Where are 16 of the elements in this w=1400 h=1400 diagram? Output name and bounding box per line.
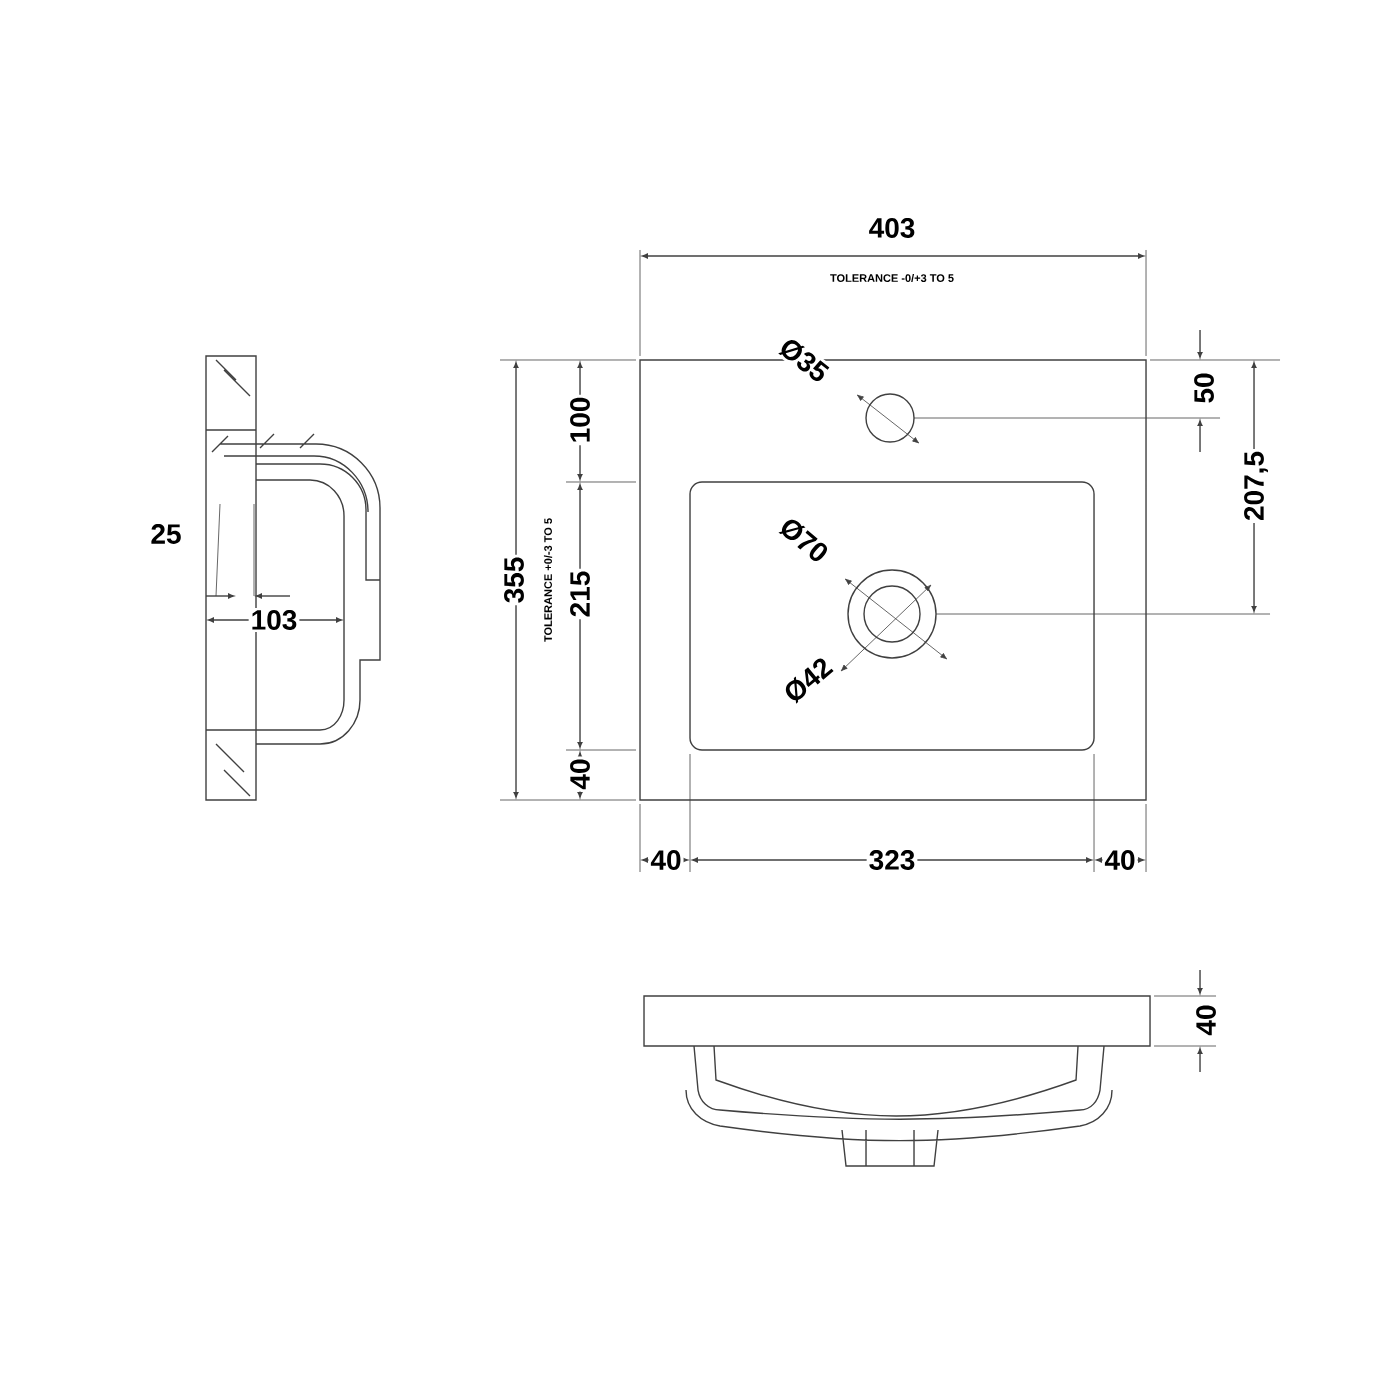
dimension-label: Ø35 [773,332,835,388]
dimension-label: 207,5 [1242,448,1270,524]
dimension-label: 50 [1192,370,1216,406]
dimension-label: 25 [148,522,184,546]
dimension-label: Ø70 [774,512,834,568]
dimension-label: 100 [568,394,592,446]
dimension-label: 40 [1194,1002,1218,1038]
dimension-label: 215 [568,568,592,620]
dimension-label: 40 [568,756,592,792]
dimension-label: 40 [1102,848,1138,872]
dimension-label: 323 [866,848,918,872]
dimension-label: 40 [648,848,684,872]
dimension-label: 103 [248,608,300,632]
dimension-label: Ø42 [778,652,838,708]
dimension-label: 403 [866,216,918,240]
dimension-label: 355 [502,554,526,606]
